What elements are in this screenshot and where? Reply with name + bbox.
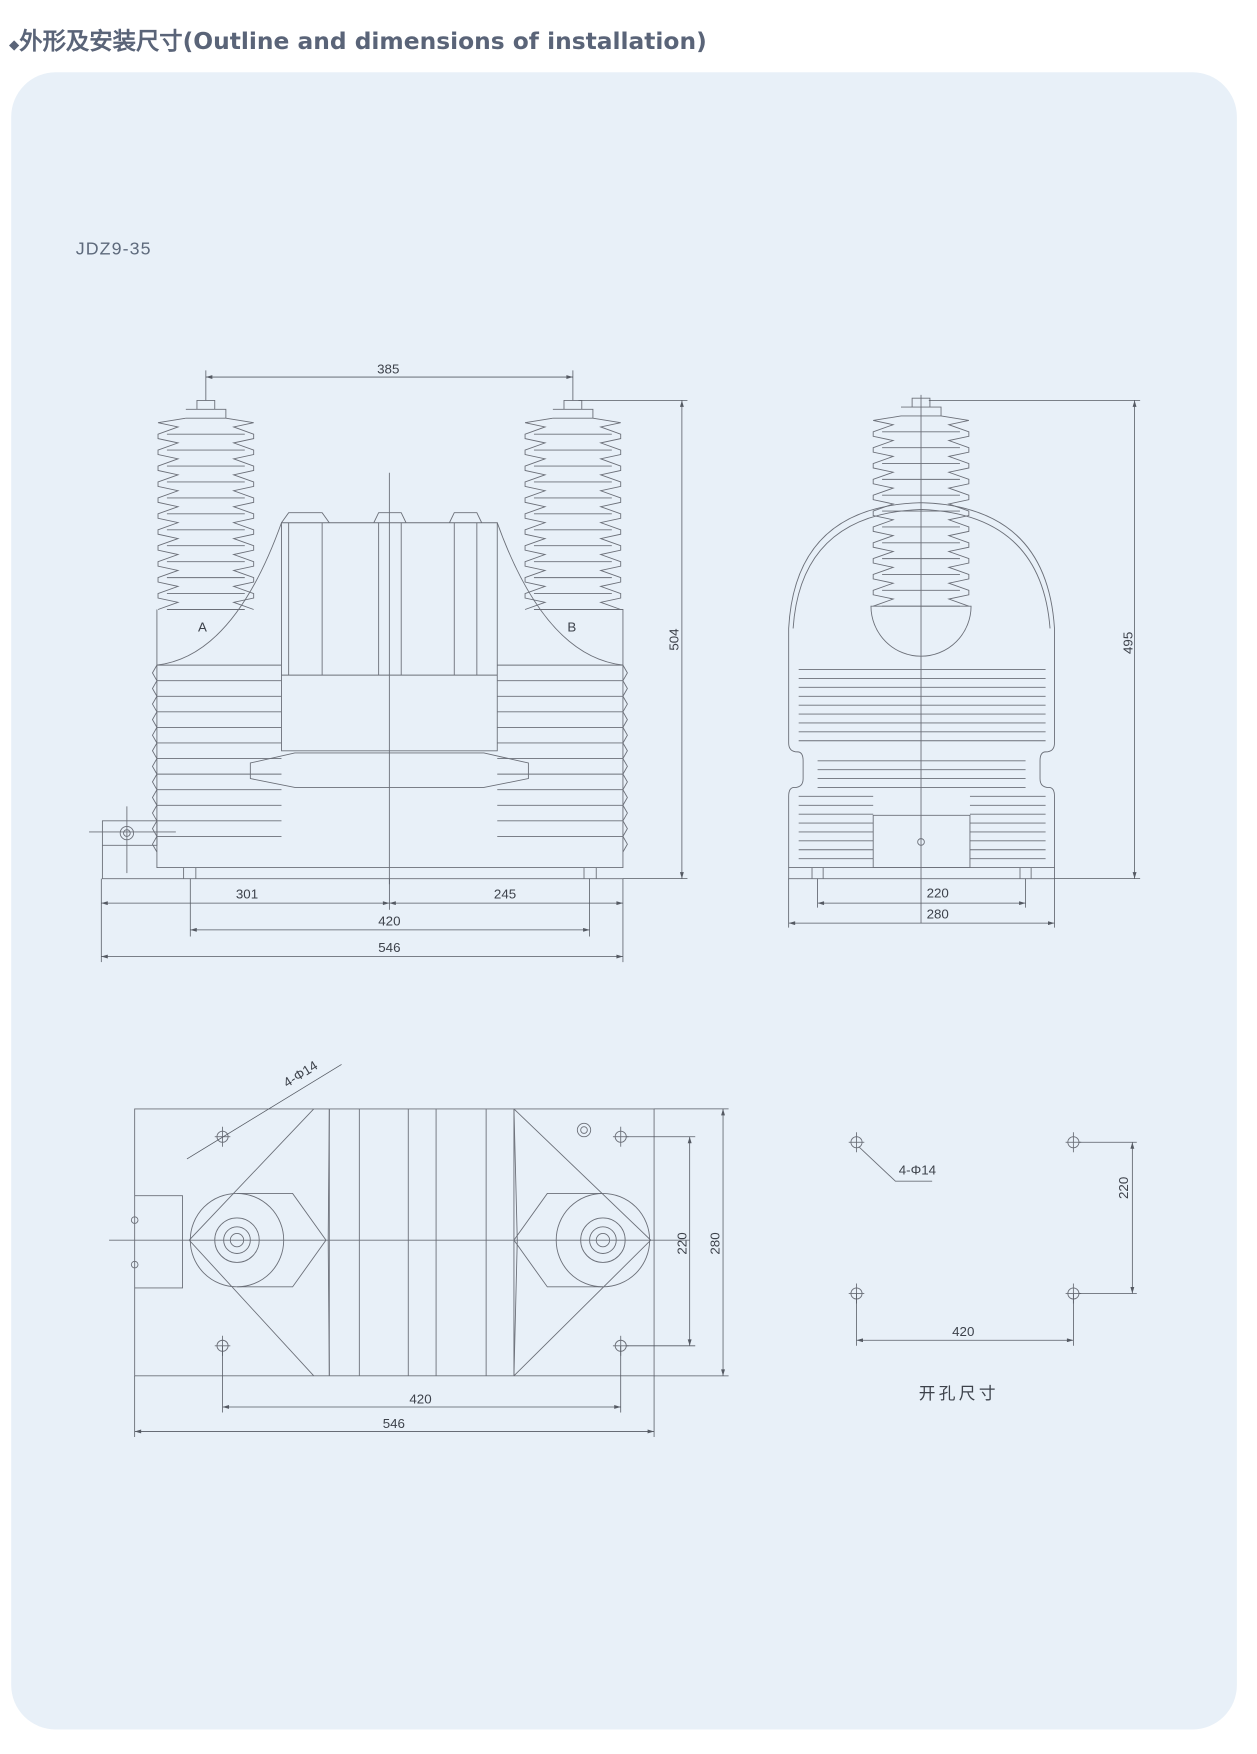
outline-path: [151, 805, 158, 822]
outline-path: [622, 680, 628, 697]
model-label: JDZ9-35: [76, 239, 152, 259]
body-curve-right: [496, 522, 623, 666]
outline-path: [151, 727, 158, 744]
side-box: [134, 1195, 183, 1289]
dim-245: 245: [494, 887, 516, 902]
outline-path: [622, 711, 628, 728]
outline-path: [373, 512, 407, 523]
insulator-side: [872, 415, 902, 607]
outline-path: [622, 742, 628, 759]
outline-path: [151, 711, 158, 728]
outline-path: [151, 696, 158, 713]
insulator-b: [592, 417, 622, 610]
bolt: [130, 1260, 139, 1269]
outline-path: [622, 820, 628, 837]
dim-385: 385: [377, 362, 399, 377]
hole-pattern-title: 开孔尺寸: [919, 1384, 999, 1403]
outline-path: [622, 758, 628, 775]
outline-path: [622, 805, 628, 822]
dim-301: 301: [236, 887, 258, 902]
outline-path: [151, 773, 158, 790]
outline-path: [151, 820, 158, 837]
insulator-a: [185, 399, 227, 419]
body-outline: [156, 609, 624, 868]
insulator-a: [225, 417, 255, 610]
insulator-b: [552, 399, 594, 419]
outline-path: [622, 664, 628, 681]
outline-path: [151, 836, 158, 853]
outline-path: [622, 789, 628, 806]
outline-path: [151, 664, 158, 681]
hole-pattern-view: [848, 1132, 1137, 1346]
body-curve-left: [156, 522, 282, 666]
front-view: [89, 370, 688, 963]
dim-220-side: 220: [927, 886, 949, 901]
side-base: [788, 867, 1055, 880]
dim-495: 495: [1120, 632, 1135, 654]
outline-path: [151, 789, 158, 806]
top-view: [109, 1064, 729, 1438]
outline-path: [281, 512, 330, 524]
ground-symbol: [576, 1122, 592, 1138]
outline-path: [449, 512, 483, 523]
insulator-a: [157, 417, 186, 610]
outline-path: [622, 727, 628, 744]
outline-path: [151, 758, 158, 775]
dim-546-top: 546: [383, 1416, 405, 1431]
secondary-box: [872, 814, 971, 868]
dim-280-top: 280: [708, 1232, 723, 1254]
dim-420-holes: 420: [952, 1324, 974, 1339]
hole-leader: [858, 1146, 933, 1182]
terminal-box: [101, 820, 623, 880]
dim-220-top: 220: [674, 1232, 689, 1254]
insulator-b: [524, 417, 553, 610]
dim-220-holes: 220: [1116, 1177, 1131, 1199]
terminal-a-label: A: [198, 620, 207, 635]
insulator-side: [940, 415, 970, 607]
dim-504: 504: [667, 628, 682, 651]
insulator-bulb: [870, 605, 972, 657]
outline-path: [151, 742, 158, 759]
ground-symbol: [580, 1126, 588, 1134]
dim-420-front: 420: [378, 913, 400, 928]
hole-spec-label: 4-Φ14: [899, 1163, 937, 1178]
bolt: [130, 1216, 139, 1224]
outline-path: [151, 680, 158, 697]
side-view: [788, 394, 1141, 928]
center-block: [281, 522, 498, 752]
section-title: ◆外形及安装尺寸(Outline and dimensions of insta…: [9, 27, 707, 55]
drawing-panel: [11, 72, 1237, 1730]
skirt: [249, 752, 529, 788]
side-body: [788, 502, 1055, 868]
outline-path: [622, 836, 628, 853]
terminal-b-label: B: [567, 620, 576, 635]
dim-280-side: 280: [927, 907, 949, 922]
outline-line: [186, 1064, 342, 1160]
outline-path: [622, 773, 628, 790]
dim-420-top: 420: [409, 1392, 431, 1407]
dim-546-front: 546: [378, 940, 400, 955]
outline-path: [622, 696, 628, 713]
